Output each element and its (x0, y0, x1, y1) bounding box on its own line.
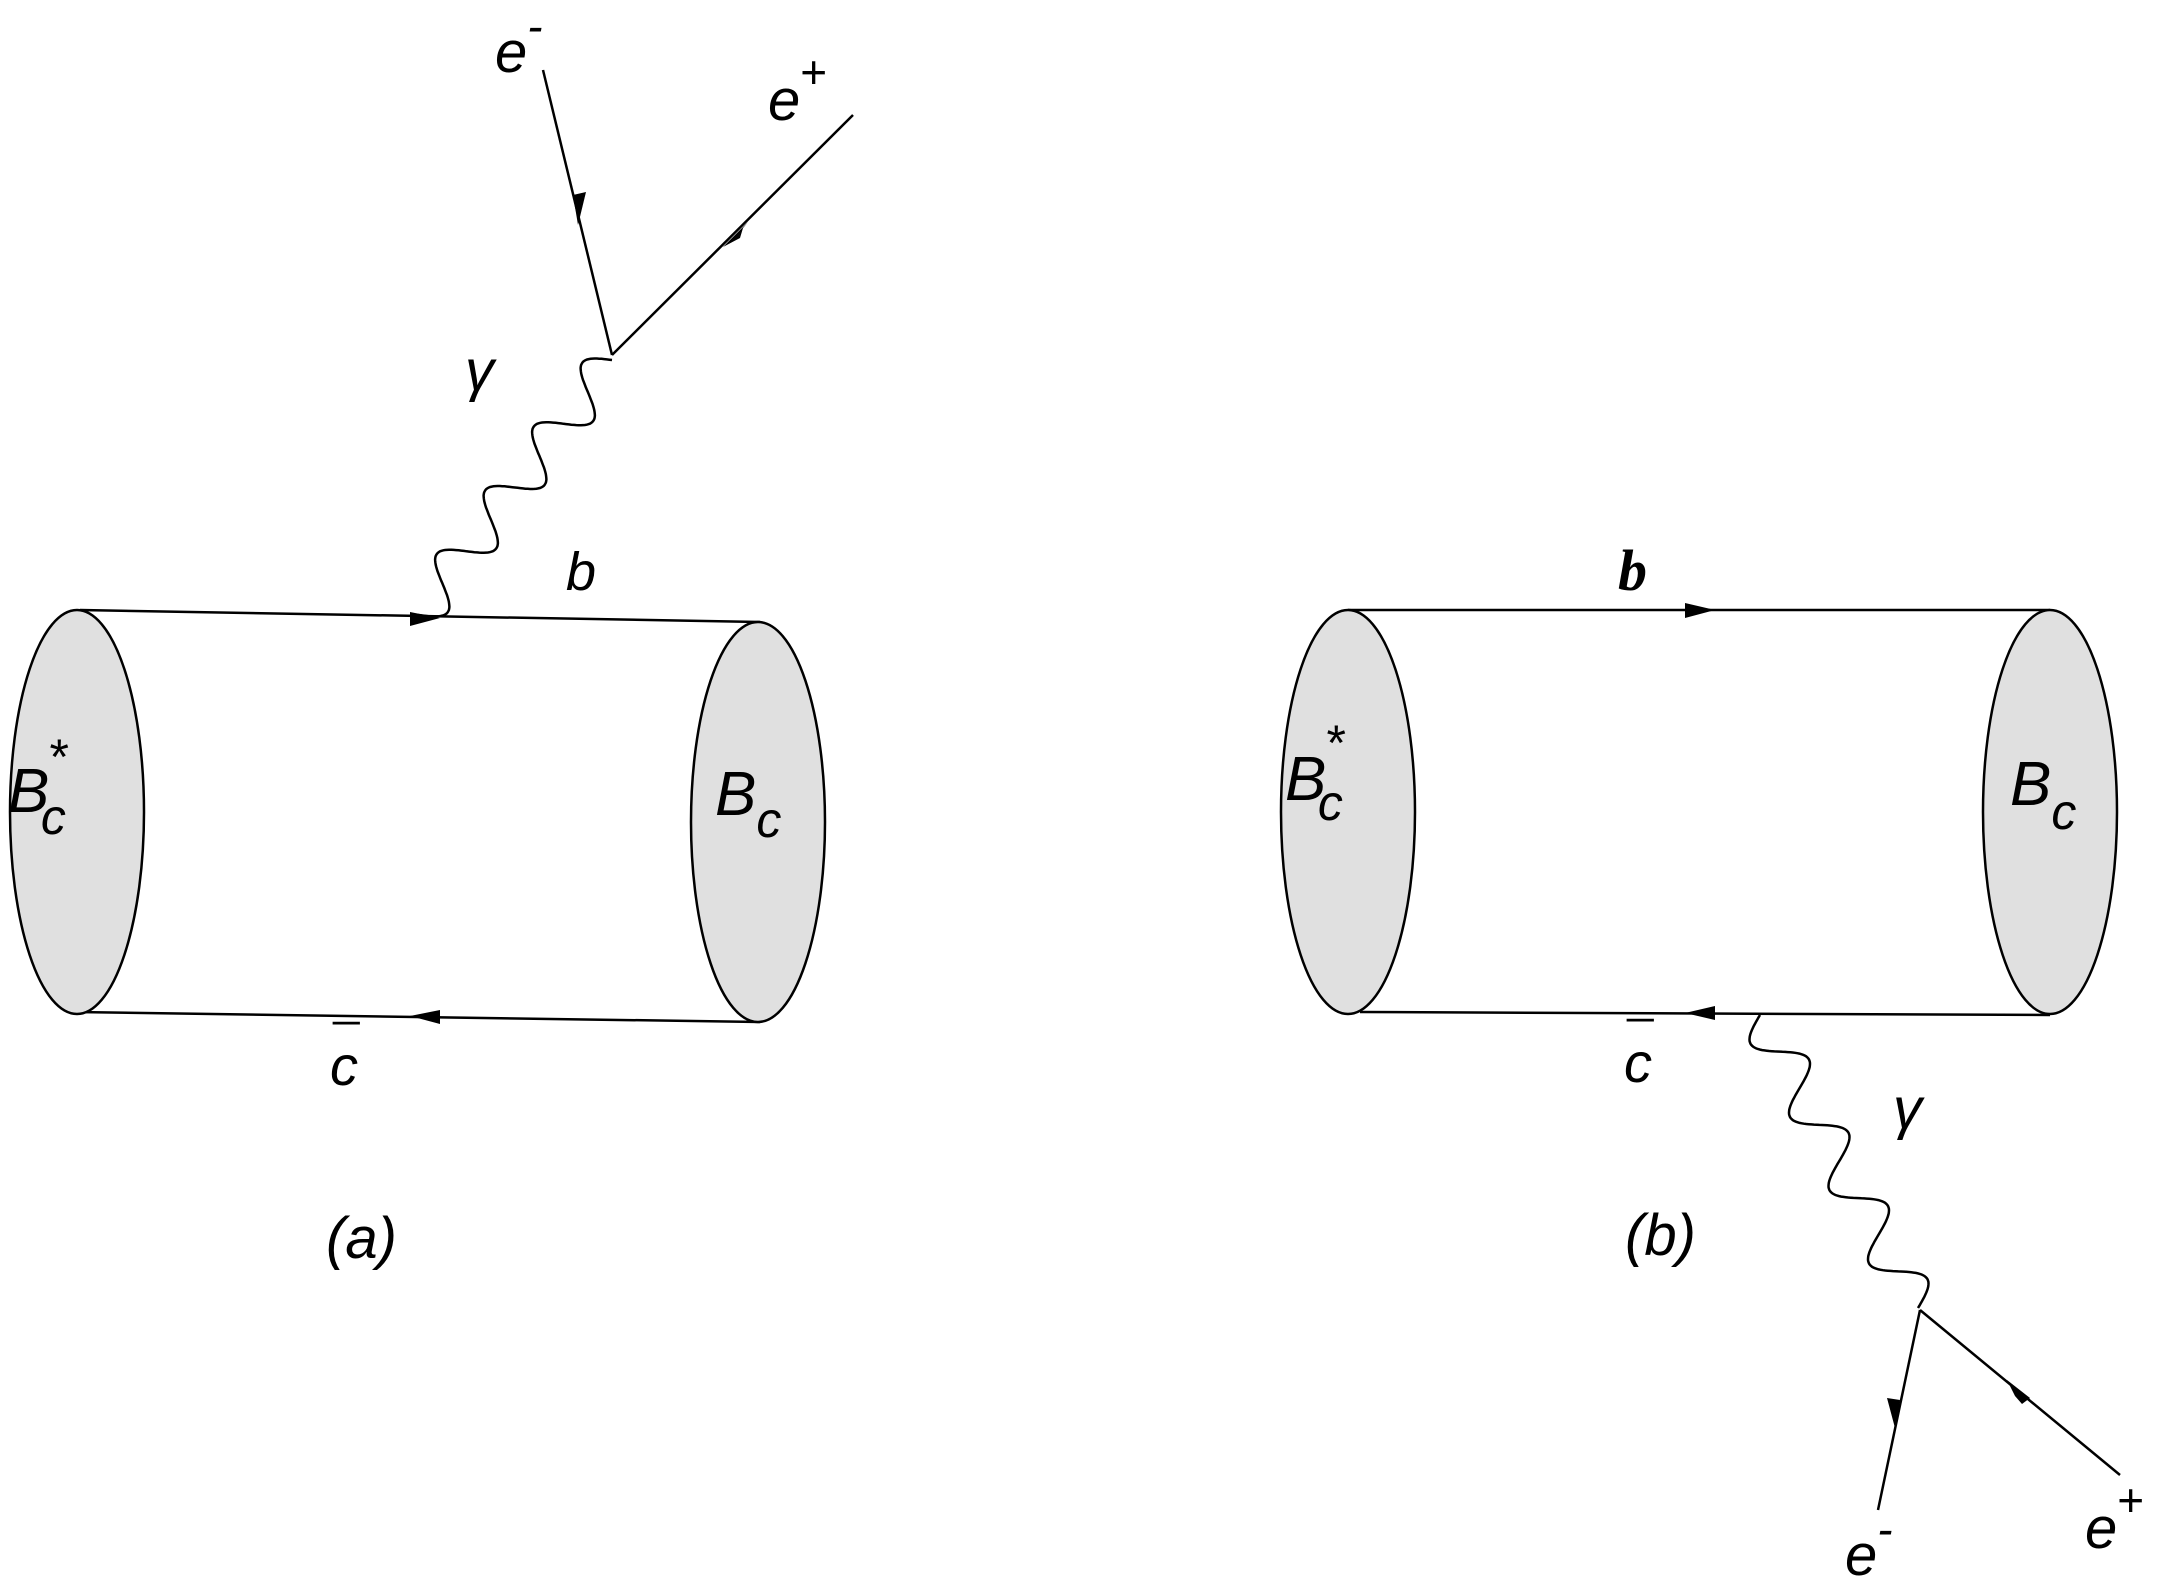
final-meson-blob-b (1981, 608, 2119, 1016)
final-meson-blob-a (689, 620, 827, 1024)
diagram-a: B*c Bc b c ¯ γ e- e+ (a) (8, 0, 854, 1271)
initial-meson-blob-a (8, 608, 146, 1016)
photon-line-b (1748, 1014, 1930, 1309)
final-meson-label-b: Bc (2010, 750, 2076, 840)
initial-meson-label-b: B*c (1285, 715, 1345, 831)
caption-b: (b) (1625, 1203, 1696, 1268)
arrow-positron-b (2007, 1380, 2030, 1404)
diagram-b: B*c Bc b c ¯ γ e- e+ (b) (1279, 538, 2144, 1588)
electron-label-b: e- (1845, 1503, 1893, 1588)
positron-line-a (611, 114, 854, 356)
caption-a: (a) (326, 1206, 397, 1271)
quark-bar-b: ¯ (1626, 1015, 1654, 1068)
photon-line-a (417, 357, 613, 618)
quark-label-cbar-b: c (1624, 1031, 1652, 1094)
initial-meson-label-a: B*c (8, 729, 68, 845)
arrow-electron-b (1887, 1398, 1900, 1428)
quark-bar-a: ¯ (332, 1018, 360, 1071)
positron-label-b: e+ (2085, 1474, 2144, 1561)
arrow-b-a (410, 612, 440, 626)
electron-line-b (1876, 1309, 1922, 1511)
arrow-positron-a (723, 222, 748, 247)
final-meson-label-a: Bc (715, 760, 781, 848)
arrow-electron-a (573, 192, 586, 225)
electron-label-a: e- (495, 0, 543, 85)
arrow-cbar-a (410, 1010, 440, 1024)
photon-label-a: γ (465, 338, 497, 403)
quark-label-cbar-a: c (330, 1034, 358, 1097)
positron-label-a: e+ (768, 46, 827, 133)
quark-label-b-a: b (566, 542, 596, 602)
initial-meson-blob-b (1279, 608, 1417, 1016)
arrow-b-b (1685, 603, 1715, 618)
arrow-cbar-b (1685, 1006, 1715, 1020)
photon-label-b: γ (1893, 1076, 1925, 1141)
quark-label-b-b: b (1618, 538, 1647, 603)
